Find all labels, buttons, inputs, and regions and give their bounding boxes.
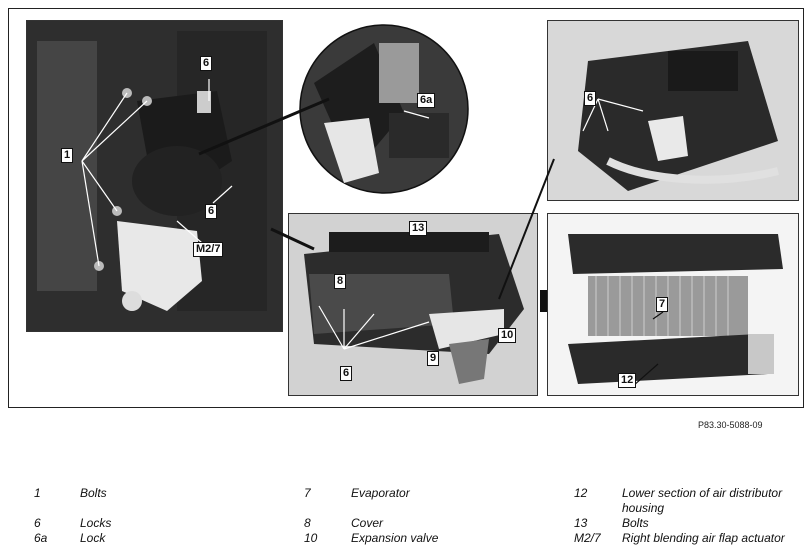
photo-evaporator-right	[547, 213, 799, 396]
callout-8: 8	[334, 274, 347, 289]
legend-num: M2/7	[574, 531, 601, 545]
photo-assembly-top-right	[547, 20, 799, 201]
callout-12: 12	[618, 373, 637, 388]
legend-col-2: 7 Evaporator 8 Cover 10 Expansion valve	[304, 486, 544, 546]
legend-row: 7 Evaporator	[304, 486, 544, 501]
legend-text: Cover	[351, 516, 384, 530]
figure-reference: P83.30-5088-09	[698, 420, 763, 430]
legend-text: Bolts	[80, 486, 107, 500]
callout-7: 7	[656, 297, 669, 312]
callout-6a: 6a	[417, 93, 436, 108]
legend-num: 12	[574, 486, 588, 500]
callout-6-bottom: 6	[340, 366, 353, 381]
photo-assembly-top-right-drawing	[548, 21, 798, 200]
callout-6-top: 6	[200, 56, 213, 71]
legend-row: 6a Lock	[34, 531, 254, 546]
leader-lines	[198, 97, 555, 300]
legend-num: 10	[304, 531, 318, 545]
callout-10: 10	[498, 328, 517, 343]
photo-detail-circle-drawing	[299, 24, 469, 194]
legend-num: 8	[304, 516, 311, 530]
figure-frame: 1 6 6 M2/7 6a 6 13 8 10 9 6 7 12	[8, 8, 804, 408]
legend-row: 10 Expansion valve	[304, 531, 544, 546]
legend-num: 6a	[34, 531, 48, 545]
legend-col-3: 12 Lower section of air distributor hous…	[574, 486, 810, 546]
callout-13: 13	[409, 221, 428, 236]
legend-num: 1	[34, 486, 41, 500]
legend-text-cont: housing	[622, 501, 665, 515]
legend-row: M2/7 Right blending air flap actuator	[574, 531, 810, 546]
callout-6-right: 6	[584, 91, 597, 106]
legend-col-1: 1 Bolts 6 Locks 6a Lock	[34, 486, 254, 546]
photo-detail-circle	[294, 23, 474, 195]
photo-evaporator-right-drawing	[548, 214, 798, 395]
photo-housing-center	[288, 213, 538, 396]
legend-row: 12 Lower section of air distributor	[574, 486, 810, 501]
legend-text: Bolts	[622, 516, 649, 530]
legend-text: Expansion valve	[351, 531, 439, 545]
callout-m2-7: M2/7	[193, 242, 224, 257]
legend-text: Lower section of air distributor	[622, 486, 783, 500]
callout-9: 9	[427, 351, 440, 366]
legend-text: Lock	[80, 531, 106, 545]
callout-1: 1	[61, 148, 74, 163]
photo-actuator-left	[26, 20, 283, 332]
legend-text: Locks	[80, 516, 112, 530]
legend-row: 13 Bolts	[574, 516, 810, 531]
legend-text: Right blending air flap actuator	[622, 531, 785, 545]
callout-6-side: 6	[205, 204, 218, 219]
legend-row: housing	[574, 501, 810, 516]
legend-row: 6 Locks	[34, 516, 254, 531]
legend-num: 7	[304, 486, 311, 500]
legend-num: 6	[34, 516, 41, 530]
photo-actuator-left-drawing	[27, 21, 282, 331]
photo-housing-center-drawing	[289, 214, 537, 395]
legend-row: 8 Cover	[304, 516, 544, 531]
legend-num: 13	[574, 516, 588, 530]
legend-row: 1 Bolts	[34, 486, 254, 501]
legend-text: Evaporator	[351, 486, 410, 500]
